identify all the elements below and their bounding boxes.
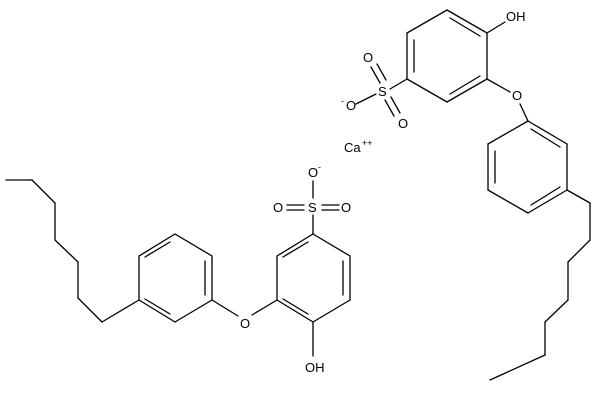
upper-sulfonyl-oxygen-lower: O [398,116,408,131]
lower-sulfur-label: S [308,200,317,215]
lower-anionic-oxygen-label: O [308,165,318,180]
lower-minus-sign: - [318,162,321,172]
upper-molecule: OH O S O O O - [341,9,591,381]
calcium-ion: Ca ++ [344,138,373,155]
upper-ether-bond-2 [519,103,529,122]
upper-oh-bond [486,21,506,34]
upper-anionic-oxygen-label: O [346,98,356,113]
upper-heptyl-chain [489,189,591,381]
upper-sulfonate-bond [389,78,408,90]
lower-sulfonyl-oxygen-right: O [341,200,351,215]
lower-sulfonyl-oxygen-left: O [273,200,283,215]
upper-minus-sign: - [341,96,344,106]
upper-ether-bond-1 [486,78,511,93]
calcium-label: Ca [344,140,361,155]
lower-molecule: O - S O O OH O [5,162,351,375]
lower-ring-d [138,233,213,323]
lower-ether-bond-1 [251,299,278,316]
upper-sulfonyl-oxygen-upper: O [363,50,373,65]
upper-s-o-double-1 [370,66,381,84]
upper-ether-oxygen-label: O [512,88,522,103]
upper-sulfur-label: S [378,84,387,99]
upper-oh-label: OH [506,9,526,24]
lower-ring-c [276,233,351,323]
lower-ether-bond-2 [211,299,239,317]
lower-oh-label: OH [305,360,325,375]
upper-ring-b [487,120,568,214]
lower-heptyl-chain [5,179,140,323]
upper-s-o-double-2 [384,99,395,117]
upper-ring-a [406,9,488,103]
calcium-charge: ++ [362,138,373,148]
upper-s-o-single [355,93,377,105]
lower-ether-oxygen-label: O [240,316,250,331]
